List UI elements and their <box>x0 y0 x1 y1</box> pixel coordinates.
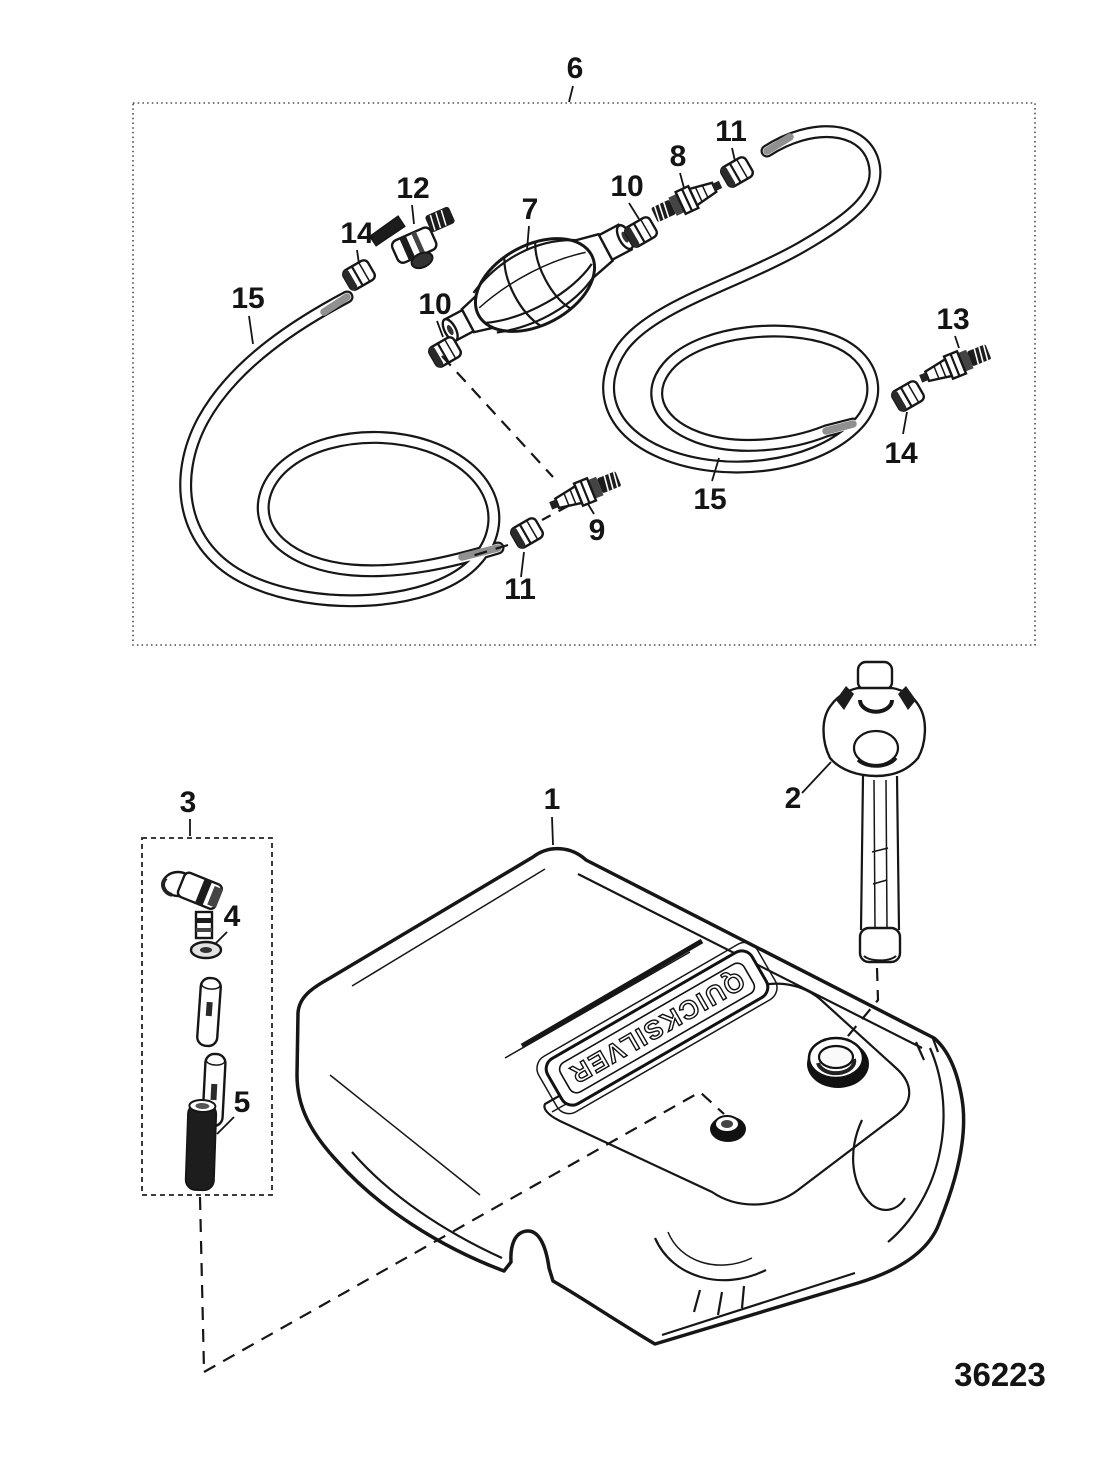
callout-13-fitting: 13 <box>936 303 969 336</box>
flare-nut-14-right <box>891 380 925 412</box>
flare-nut-11-lower <box>510 517 544 549</box>
callout-3-pickup-kit: 3 <box>180 786 197 819</box>
pickup-dash-diagonal <box>203 1090 725 1373</box>
flare-nut-11-upper <box>720 156 754 188</box>
callouts: 6 12 14 15 7 10 8 11 13 14 15 10 9 11 1 … <box>180 52 970 1135</box>
assembly-dash-line <box>541 504 571 521</box>
callout-9-fitting: 9 <box>589 514 606 547</box>
flare-nut-10-upper <box>624 216 658 248</box>
callout-1-tank: 1 <box>544 783 561 816</box>
callout-2-gauge-cap: 2 <box>785 782 802 815</box>
callout-15-left: 15 <box>231 282 264 315</box>
fuel-hose-left-coil <box>179 290 505 608</box>
gauge-hole <box>807 1036 869 1088</box>
callout-12-connector: 12 <box>396 172 429 205</box>
fuel-tank-section: QUICKSILVER <box>141 660 966 1373</box>
pickup-hole <box>710 1115 746 1142</box>
fuel-line-kit-section <box>132 102 1036 646</box>
callout-5-filter: 5 <box>234 1086 251 1119</box>
figure-number: 36223 <box>954 1356 1046 1393</box>
gauge-dash-leader <box>842 967 880 1043</box>
callout-14-left: 14 <box>340 217 374 250</box>
barb-fitting-13 <box>919 344 991 383</box>
pickup-seal <box>189 940 223 960</box>
flare-nut-14-left <box>342 259 376 291</box>
callout-14-right: 14 <box>884 437 918 470</box>
callout-11-lower: 11 <box>504 573 536 606</box>
flare-nut-10-lower <box>428 336 462 368</box>
primer-bulb <box>441 223 635 343</box>
barb-fitting-9 <box>549 471 621 510</box>
pickup-connector <box>161 870 224 940</box>
callout-15-right: 15 <box>693 483 726 516</box>
callout-10-lower: 10 <box>418 288 451 321</box>
callout-7-primer-bulb: 7 <box>522 193 539 226</box>
fuel-filter <box>184 1099 218 1192</box>
callout-4-seal: 4 <box>224 900 241 933</box>
fuel-tank: QUICKSILVER <box>295 847 966 1346</box>
tank-connector-12 <box>368 206 455 270</box>
pickup-kit <box>141 837 273 1196</box>
pickup-tube-upper <box>196 976 222 1048</box>
callout-11-upper: 11 <box>715 115 747 148</box>
barb-fitting-8 <box>651 180 723 222</box>
fuel-line-kit-boundary <box>132 102 1036 646</box>
fuel-gauge-cap <box>822 660 927 964</box>
fuel-hose-right-coil <box>602 125 882 474</box>
callout-8-fitting: 8 <box>670 140 687 173</box>
callout-6-line-assembly: 6 <box>567 52 584 85</box>
pickup-kit-boundary <box>141 837 273 1196</box>
assembly-dash-line <box>471 543 509 558</box>
callout-10-upper: 10 <box>610 170 643 203</box>
assembly-dash-line <box>441 355 554 478</box>
pickup-dash-vertical <box>198 1196 206 1371</box>
